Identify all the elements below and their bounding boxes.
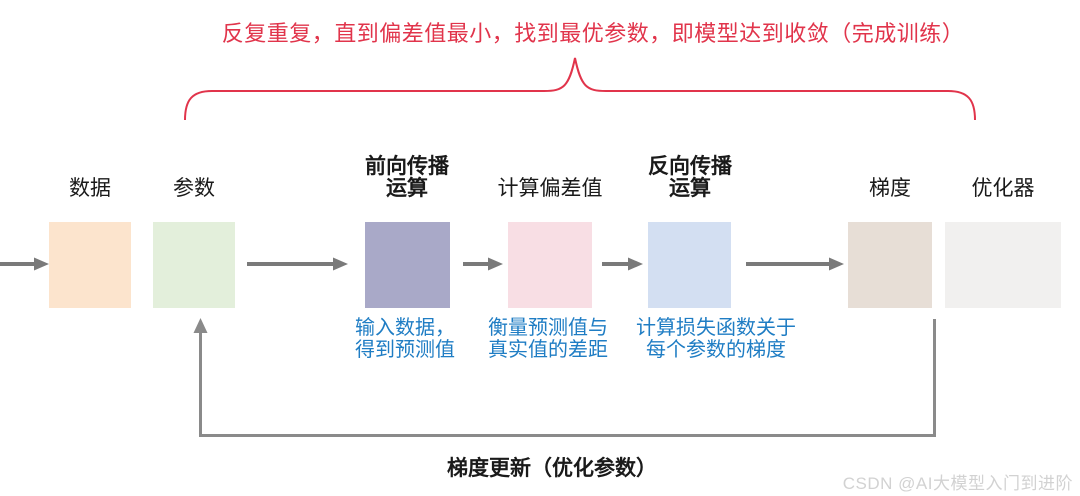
stage-label-gradient: 梯度: [869, 177, 911, 200]
note-loss: 衡量预测值与 真实值的差距: [488, 317, 608, 361]
stage-box-gradient: [848, 222, 932, 308]
stage-label-forward: 前向传播 运算: [365, 155, 449, 200]
note-backward: 计算损失函数关于 每个参数的梯度: [636, 317, 796, 361]
arrow-params-to-forward-head: [333, 257, 348, 271]
stage-box-params: [153, 222, 235, 308]
convergence-annotation: 反复重复，直到偏差值最小，找到最优参数，即模型达到收敛（完成训练）: [221, 21, 965, 46]
curly-brace-shape: [184, 57, 976, 121]
stage-label-loss: 计算偏差值: [497, 177, 603, 200]
arrow-backward-to-gradient-head: [829, 257, 844, 271]
feedback-loop-arrowhead: [193, 318, 208, 333]
gradient-update-label: 梯度更新（优化参数）: [447, 457, 657, 480]
arrow-into-data-head: [34, 257, 49, 271]
arrow-forward-to-loss-head: [488, 257, 503, 271]
stage-box-data: [49, 222, 131, 308]
stage-label-data: 数据: [69, 177, 111, 200]
note-forward: 输入数据， 得到预测值: [355, 317, 455, 361]
stage-box-loss: [508, 222, 592, 308]
arrow-loss-to-backward-head: [628, 257, 643, 271]
watermark-text: CSDN @AI大模型入门到进阶: [842, 474, 1073, 493]
stage-box-optimizer: [945, 222, 1061, 308]
stage-label-optimizer: 优化器: [971, 177, 1035, 200]
stage-label-params: 参数: [173, 177, 215, 200]
stage-box-backward: [648, 222, 731, 308]
stage-label-backward: 反向传播 运算: [648, 155, 732, 200]
stage-box-forward: [365, 222, 450, 308]
